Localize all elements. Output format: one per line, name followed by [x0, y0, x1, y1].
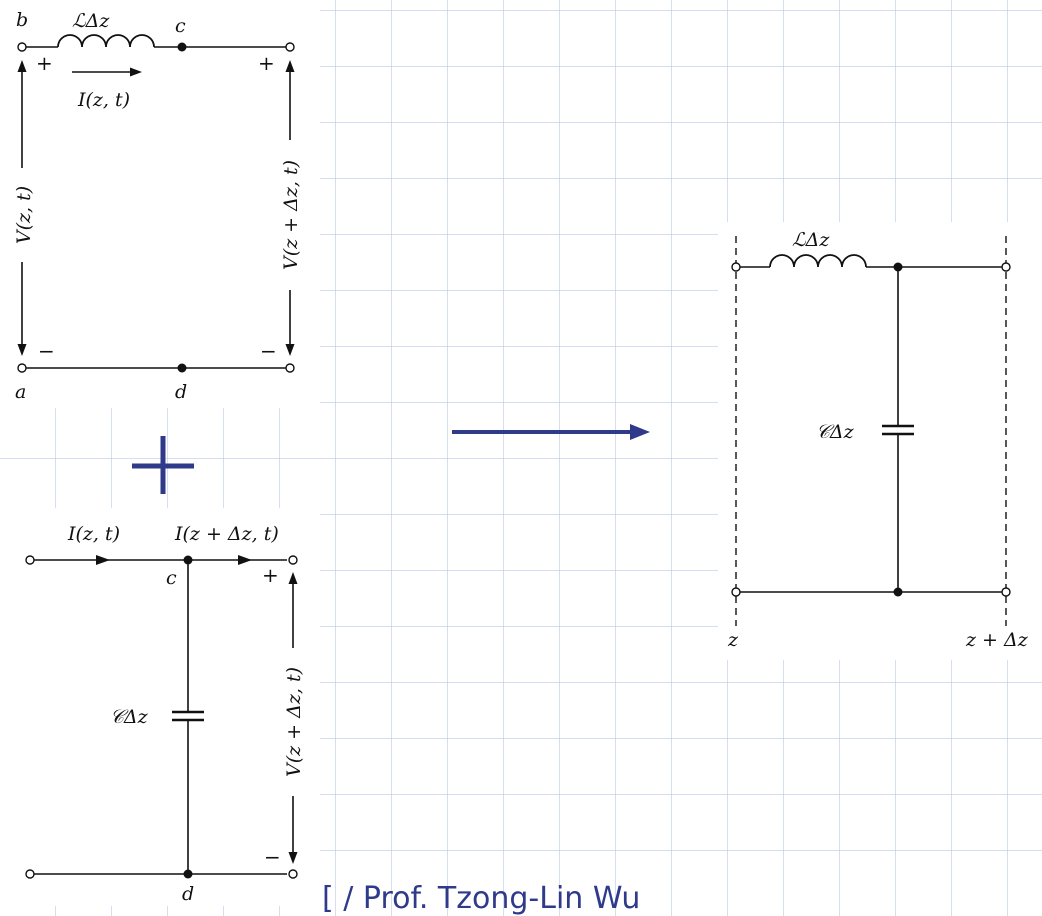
result-arrow-head — [630, 424, 650, 440]
label-right-voltage: V(z + Δz, t) — [280, 160, 302, 270]
label-current-out: I(z + Δz, t) — [174, 523, 279, 545]
label-node-b: b — [16, 9, 28, 31]
right-minus-sign: − — [264, 845, 281, 869]
terminal-top-left — [25, 555, 35, 565]
inductor-coil — [57, 34, 155, 48]
terminal-bottom-left — [25, 869, 35, 879]
footer-credit: [ / Prof. Tzong-Lin Wu — [322, 881, 641, 916]
left-arrow-head-up — [17, 60, 27, 72]
terminal-bottom-right — [1001, 587, 1011, 597]
label-inductor: ℒΔz — [792, 229, 830, 251]
label-node-c: c — [175, 15, 186, 37]
node-c-dot — [177, 42, 187, 52]
label-node-d: d — [182, 883, 194, 905]
label-position-z-plus-dz: z + Δz — [965, 629, 1029, 651]
right-arrow-head-down — [288, 852, 298, 864]
label-capacitor: 𝒞Δz — [110, 706, 149, 728]
current-arrow-head — [130, 67, 142, 77]
inductor-coil — [769, 254, 867, 268]
terminal-top-right — [288, 555, 298, 565]
left-minus-sign: − — [38, 339, 55, 363]
label-node-c: c — [166, 567, 177, 589]
label-inductor: ℒΔz — [72, 10, 110, 32]
node-d-dot — [177, 363, 187, 373]
right-arrow-head-up — [288, 572, 298, 584]
terminal-b — [17, 42, 27, 52]
shunt-capacitor-diagram: I(z, t) I(z + Δz, t) c d 𝒞Δz + − V(z + Δ… — [0, 508, 320, 906]
series-inductor-svg: b c a d ℒΔz I(z, t) + + − − V(z, t) V(z … — [13, 9, 302, 403]
label-position-z: z — [727, 629, 739, 651]
current-in-arrow-head — [96, 555, 110, 565]
label-current: I(z, t) — [77, 89, 130, 111]
label-capacitor: 𝒞Δz — [816, 421, 855, 443]
right-arrow-head-down — [285, 344, 295, 356]
terminal-top-left — [731, 262, 741, 272]
label-left-voltage: V(z, t) — [13, 186, 35, 244]
shunt-capacitor-svg: I(z, t) I(z + Δz, t) c d 𝒞Δz + − V(z + Δ… — [25, 523, 305, 905]
series-inductor-diagram: b c a d ℒΔz I(z, t) + + − − V(z, t) V(z … — [0, 0, 320, 408]
label-node-a: a — [15, 381, 26, 403]
terminal-bottom-right — [288, 869, 298, 879]
right-plus-sign: + — [258, 51, 275, 75]
combined-lc-diagram: ℒΔz 𝒞Δz z z + Δz — [718, 222, 1042, 660]
left-plus-sign: + — [36, 51, 53, 75]
left-arrow-head-down — [17, 344, 27, 356]
terminal-bottom-left — [731, 587, 741, 597]
terminal-top-right — [1001, 262, 1011, 272]
label-node-d: d — [175, 381, 187, 403]
right-minus-sign: − — [260, 339, 277, 363]
terminal-top-right — [285, 42, 295, 52]
current-out-arrow-head — [238, 555, 252, 565]
right-arrow-head-up — [285, 60, 295, 72]
combined-lc-svg: ℒΔz 𝒞Δz z z + Δz — [727, 229, 1029, 651]
right-plus-sign: + — [262, 563, 279, 587]
terminal-bottom-right — [285, 363, 295, 373]
label-current-in: I(z, t) — [67, 523, 120, 545]
terminal-a — [17, 363, 27, 373]
label-right-voltage: V(z + Δz, t) — [283, 667, 305, 777]
